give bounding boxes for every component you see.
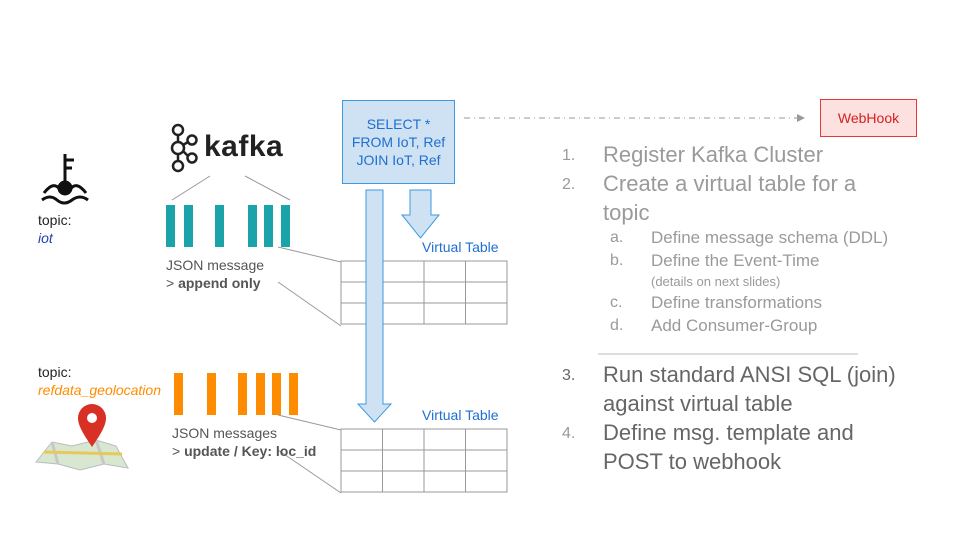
geo-partition-bar <box>174 373 183 415</box>
geo-partition-bar <box>272 373 281 415</box>
virtual-table-bottom <box>340 428 508 493</box>
substep-d-text: Add Consumer-Group <box>651 316 818 335</box>
kafka-logo-text: kafka <box>204 130 284 163</box>
substep-b-note: (details on next slides) <box>651 274 781 289</box>
sql-query-box: SELECT * FROM IoT, Ref JOIN IoT, Ref <box>342 100 455 184</box>
substep-b-text: Define the Event-Time <box>651 251 820 270</box>
iot-stream-label: JSON message > append only <box>166 256 264 292</box>
sql-to-webhook-arrow <box>464 114 805 122</box>
sql-short-arrow <box>400 189 441 239</box>
webhook-box: WebHook <box>820 99 917 137</box>
step-3-text-line2: against virtual table <box>603 391 793 416</box>
step-4-text-line2: POST to webhook <box>603 449 782 474</box>
iot-partition-bar <box>281 205 290 247</box>
substep-c-number: c. <box>610 294 623 311</box>
geo-partition-bar <box>207 373 216 415</box>
substep-a-text: Define message schema (DDL) <box>651 228 889 247</box>
iot-partition-bar <box>264 205 273 247</box>
virtual-table-top-label: Virtual Table <box>422 239 499 255</box>
geo-stream-line1: JSON messages <box>172 425 278 441</box>
substep-b-number: b. <box>610 252 624 269</box>
geo-stream-line2: > update / Key: loc_id <box>172 443 317 459</box>
iot-partition-bars <box>166 205 290 247</box>
iot-partition-bar <box>248 205 257 247</box>
geo-stream-label: JSON messages > update / Key: loc_id <box>172 424 316 460</box>
virtual-table-bottom-label: Virtual Table <box>422 407 499 423</box>
iot-stream-line1: JSON message <box>166 257 265 273</box>
step-1-number: 1. <box>562 147 576 164</box>
map-location-icon <box>35 404 129 471</box>
kafka-logo-icon <box>170 123 198 173</box>
iot-topic-label: topic: <box>38 212 72 228</box>
step-3-text-line1: Run standard ANSI SQL (join) <box>603 362 896 387</box>
iot-stream-line2: > append only <box>166 275 261 291</box>
stream-to-table-lines <box>277 246 342 494</box>
iot-partition-bar <box>184 205 193 247</box>
geo-partition-bars <box>174 373 298 415</box>
geo-partition-bar <box>238 373 247 415</box>
step-2-number: 2. <box>562 176 576 193</box>
substep-d-number: d. <box>610 317 624 334</box>
sql-line-2: FROM IoT, Ref <box>351 134 446 150</box>
iot-sensor-icon <box>41 154 89 205</box>
sql-long-arrow <box>356 189 393 423</box>
sql-line-3: JOIN IoT, Ref <box>356 152 441 168</box>
step-4-text-line1: Define msg. template and <box>603 420 854 445</box>
geo-topic-label: topic: <box>38 364 72 380</box>
iot-partition-bar <box>166 205 175 247</box>
geo-partition-bar <box>256 373 265 415</box>
step-2-text-line2: topic <box>603 200 650 225</box>
geo-topic-name: refdata_geolocation <box>38 382 161 398</box>
substep-c-text: Define transformations <box>651 293 823 312</box>
step-4-number: 4. <box>562 425 576 442</box>
iot-partition-bar <box>215 205 224 247</box>
sql-line-1: SELECT * <box>366 116 431 132</box>
iot-topic-name: iot <box>38 230 53 246</box>
iot-stream-mode: append only <box>178 275 261 291</box>
geo-stream-mode: update / Key: loc_id <box>184 443 317 459</box>
step-2-text-line1: Create a virtual table for a <box>603 171 857 196</box>
step-3-number: 3. <box>562 367 576 384</box>
substep-a-number: a. <box>610 229 624 246</box>
kafka-connector-lines <box>171 175 291 201</box>
geo-partition-bar <box>289 373 298 415</box>
step-1-text: Register Kafka Cluster <box>603 142 824 167</box>
